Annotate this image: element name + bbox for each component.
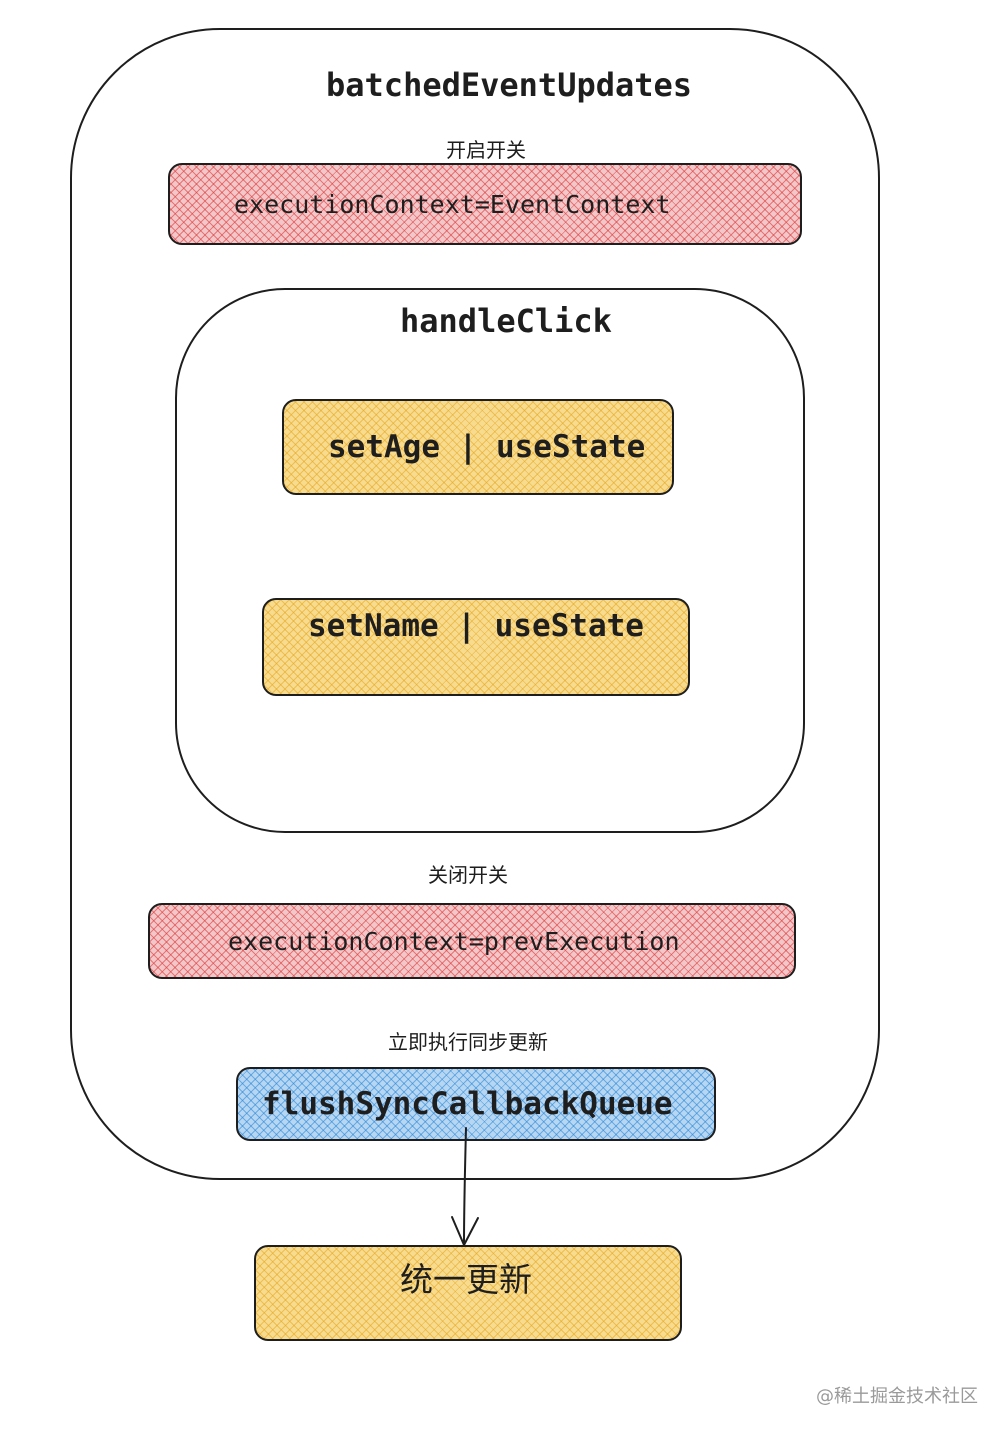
inner-title: handleClick (400, 302, 612, 340)
set-age-text: setAge | useState (328, 429, 646, 465)
set-name-box: setName | useState (262, 598, 690, 696)
set-context-text: executionContext=EventContext (234, 189, 671, 219)
set-age-box: setAge | useState (282, 399, 674, 495)
flush-sync-text: flushSyncCallbackQueue (262, 1086, 673, 1122)
set-context-box: executionContext=EventContext (168, 163, 802, 245)
outer-title: batchedEventUpdates (326, 66, 693, 104)
restore-context-text: executionContext=prevExecution (228, 927, 680, 956)
watermark: @稀土掘金技术社区 (816, 1386, 978, 1407)
batched-event-updates-container (70, 28, 880, 1180)
unified-update-box: 统一更新 (254, 1245, 682, 1341)
label-flush-sync: 立即执行同步更新 (388, 1030, 548, 1054)
unified-update-text: 统一更新 (400, 1260, 532, 1299)
restore-context-box: executionContext=prevExecution (148, 903, 796, 979)
flush-sync-box: flushSyncCallbackQueue (236, 1067, 716, 1141)
handle-click-container (175, 288, 805, 833)
label-close-switch: 关闭开关 (428, 863, 508, 887)
set-name-text: setName | useState (308, 608, 644, 644)
label-open-switch: 开启开关 (446, 138, 526, 162)
